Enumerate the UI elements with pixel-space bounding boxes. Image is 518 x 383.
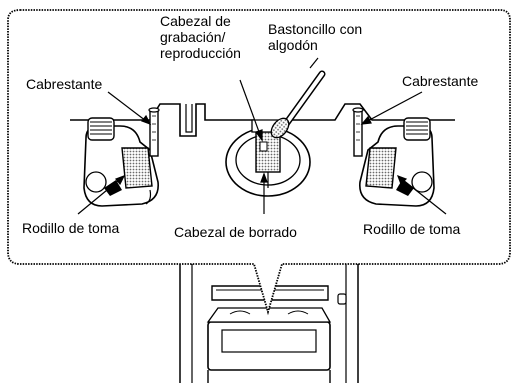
label-cotton-swab: Bastoncillo con algodón <box>268 21 363 53</box>
label-capstan-left: Cabrestante <box>26 76 103 92</box>
label-record-playback-head: Cabezal de grabación/ reproducción <box>160 13 241 61</box>
pinch-roller-right <box>359 117 435 207</box>
capstan-icon <box>353 109 363 157</box>
pinch-roller-left <box>83 117 159 207</box>
label-pinch-roller-right: Rodillo de toma <box>363 221 461 237</box>
capstan-right <box>352 107 364 157</box>
label-capstan-right: Cabrestante <box>402 73 479 89</box>
label-pinch-roller-left: Rodillo de toma <box>22 220 120 236</box>
head-assembly <box>225 119 311 197</box>
label-erase-head: Cabezal de borrado <box>174 224 297 240</box>
capstan-icon <box>149 109 159 157</box>
cassette-icon <box>206 307 332 383</box>
pinch-roller-icon <box>365 147 397 189</box>
cotton-swab-icon <box>270 70 326 139</box>
capstan-left <box>148 107 160 157</box>
pinch-roller-icon <box>121 147 153 189</box>
deck-button <box>337 293 347 305</box>
leader-lines <box>77 57 447 215</box>
